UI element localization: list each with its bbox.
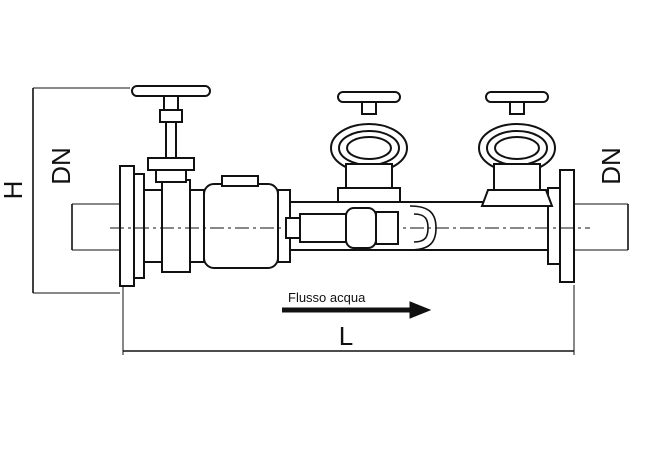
right-hydrant-outlet xyxy=(478,91,556,207)
length-dimension: L xyxy=(122,285,575,355)
length-label: L xyxy=(339,321,353,351)
flow-direction: Flusso acqua xyxy=(282,290,432,319)
flow-label: Flusso acqua xyxy=(288,290,366,305)
left-diameter-label: DN xyxy=(46,147,76,185)
right-diameter-dimension: DN xyxy=(575,147,629,251)
height-label: H xyxy=(0,181,28,200)
check-valve xyxy=(285,205,437,251)
gate-valve-handwheel xyxy=(131,85,211,183)
height-dimension: H xyxy=(0,87,130,294)
right-diameter-label: DN xyxy=(596,147,626,185)
left-diameter-dimension: DN xyxy=(46,147,120,251)
flow-arrow-head xyxy=(409,301,432,319)
left-hydrant-outlet xyxy=(330,91,408,203)
